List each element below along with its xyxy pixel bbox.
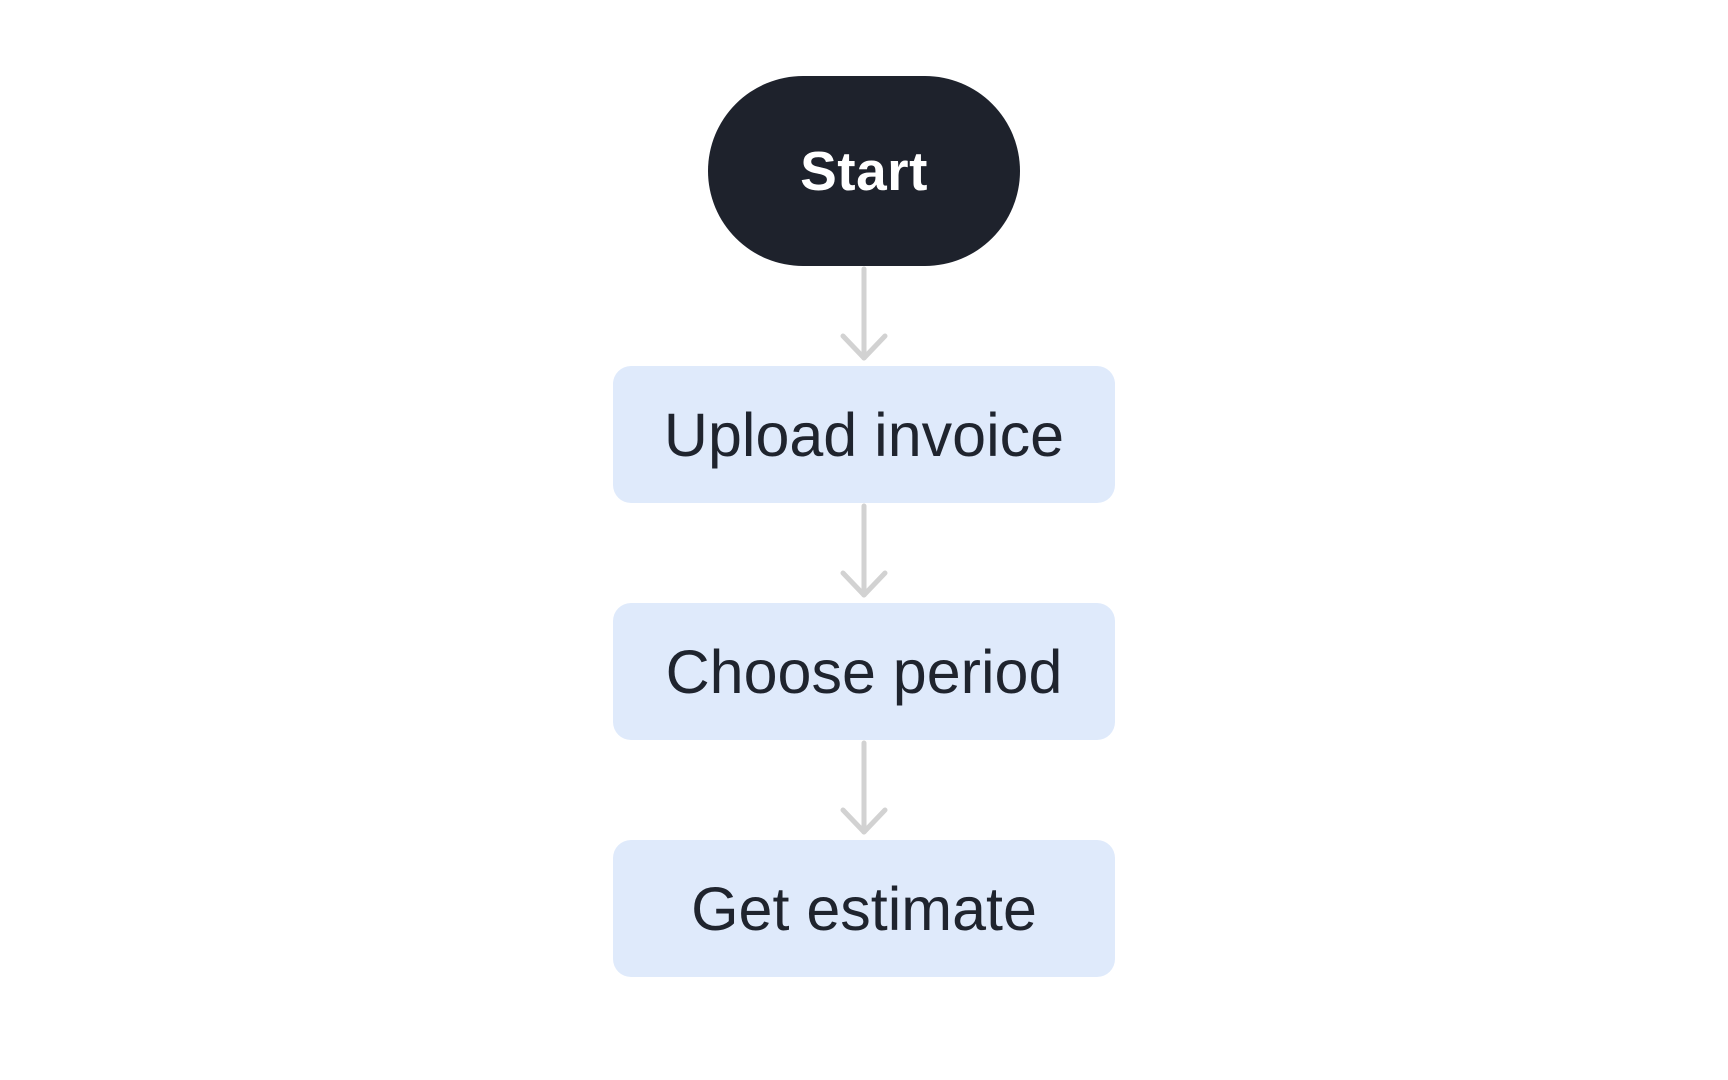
arrow-down-icon <box>840 503 888 598</box>
arrow-down-icon <box>840 740 888 835</box>
node-get-estimate-label: Get estimate <box>691 874 1037 943</box>
node-start-label: Start <box>800 140 928 202</box>
node-start: Start <box>708 76 1020 266</box>
node-choose-period-label: Choose period <box>665 637 1063 706</box>
node-upload-invoice: Upload invoice <box>613 366 1115 503</box>
node-upload-invoice-label: Upload invoice <box>663 400 1065 469</box>
node-choose-period: Choose period <box>613 603 1115 740</box>
node-get-estimate: Get estimate <box>613 840 1115 977</box>
arrow-down-icon <box>840 266 888 361</box>
